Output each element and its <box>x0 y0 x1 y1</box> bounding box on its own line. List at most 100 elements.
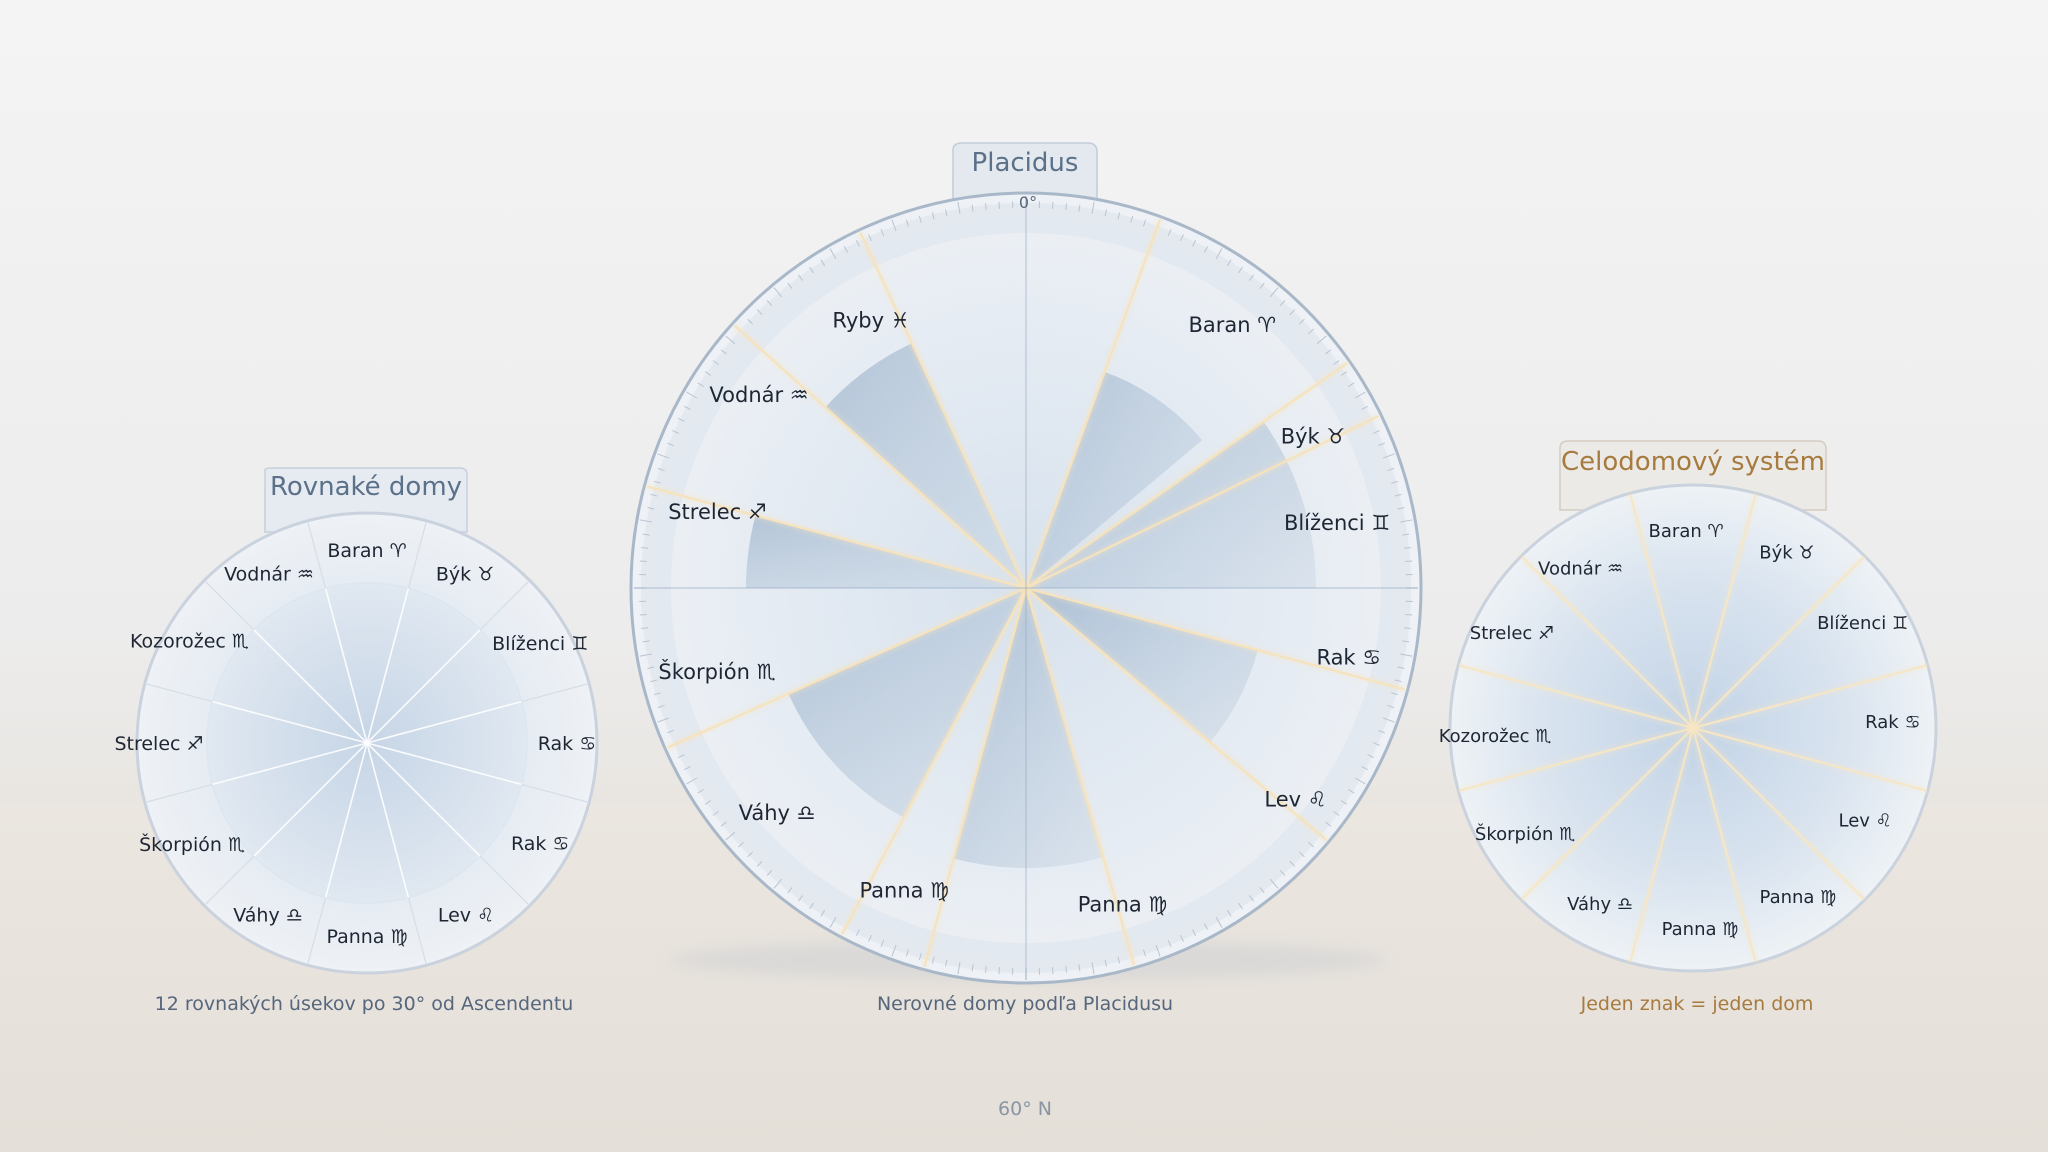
house-cusp <box>1692 727 1757 963</box>
degree-tick <box>1403 627 1411 629</box>
degree-tick <box>1361 765 1368 771</box>
sign-label: Kozorožec ♏ <box>130 631 249 653</box>
degree-tick <box>1238 902 1243 910</box>
degree-tick <box>1391 692 1399 696</box>
degree-tick <box>738 841 744 848</box>
ring-divider <box>205 855 255 905</box>
house-wedge <box>825 343 1026 588</box>
degree-tick <box>1091 962 1095 975</box>
house-cusp <box>647 485 1027 590</box>
sign-labels: Baran ♈Býk ♉Blíženci ♊Rak ♋Lev ♌Panna ♍P… <box>658 309 1390 917</box>
degree-tick <box>684 765 691 771</box>
degree-tick <box>720 349 727 355</box>
degree-tick <box>868 234 872 242</box>
house-cusp <box>667 586 1027 749</box>
degree-tick <box>1167 940 1172 948</box>
degree-tick <box>971 964 974 972</box>
degree-tick <box>1279 300 1286 306</box>
wheel-title-tab <box>264 467 468 533</box>
degree-tick <box>657 467 665 472</box>
degree-tick <box>1269 287 1279 298</box>
degree-tick <box>773 878 783 889</box>
degree-tick <box>868 934 872 942</box>
degree-tick <box>712 810 719 816</box>
degree-tick <box>1203 246 1209 253</box>
degree-tick <box>657 717 670 723</box>
sign-label: Lev ♌ <box>1264 788 1326 812</box>
caption-whole: Jeden znak = jeden dom <box>1580 993 1814 1015</box>
house-cusps <box>146 522 588 964</box>
house-cusp <box>1521 727 1694 900</box>
house-wedges <box>746 343 1316 868</box>
sign-label: Ryby ♓ <box>832 309 909 333</box>
degree-tick <box>957 962 961 975</box>
degree-tick <box>773 287 783 298</box>
house-wedge <box>1026 421 1316 588</box>
degree-tick <box>1180 234 1184 242</box>
wheel-placidus: 0° Baran ♈Býk ♉Blíženci ♊Rak ♋Lev ♌Panna… <box>629 142 1423 985</box>
degree-tick <box>1299 851 1305 858</box>
ring-divider <box>146 683 213 703</box>
house-cusp <box>366 742 481 857</box>
degree-tick <box>1203 923 1209 930</box>
sign-label: Škorpión ♏ <box>139 832 245 856</box>
house-cusp <box>1025 362 1348 589</box>
degree-tick <box>1402 533 1410 536</box>
wheel-whole-sign: Baran ♈Býk ♉Blíženci ♊Rak ♋Lev ♌Panna ♍P… <box>1439 440 1938 973</box>
degree-tick <box>697 788 705 794</box>
house-cusp <box>366 742 410 898</box>
degree-tick <box>1316 335 1327 345</box>
sign-label: Baran ♈ <box>1649 521 1724 542</box>
house-cusp <box>366 742 522 786</box>
sign-label: Vodnár ♒ <box>224 563 314 585</box>
house-cusp <box>1024 587 1136 966</box>
house-cusp <box>1025 586 1405 691</box>
degree-tick <box>657 453 670 459</box>
degree-tick <box>985 965 987 973</box>
degree-tick <box>1394 493 1402 497</box>
degree-tick <box>918 215 922 223</box>
degree-tick <box>666 442 674 447</box>
ring-divider <box>307 897 327 964</box>
degree-tick <box>1397 507 1405 510</box>
degree-tick <box>1308 328 1314 335</box>
ring-divider <box>307 522 327 589</box>
degree-tick <box>1130 215 1134 223</box>
degree-tick <box>1340 800 1348 805</box>
degree-tick <box>1391 480 1399 484</box>
house-wedge <box>1026 371 1203 588</box>
degree-tick <box>1192 929 1197 937</box>
degree-tick <box>1167 228 1172 236</box>
degree-tick <box>653 480 661 484</box>
degree-tick <box>1333 810 1340 816</box>
degree-tick <box>1340 371 1348 376</box>
degree-tick <box>1354 777 1366 785</box>
degree-tick <box>1372 430 1380 434</box>
degree-tick <box>1192 239 1197 247</box>
degree-tick <box>809 266 814 274</box>
degree-tick <box>798 274 804 281</box>
degree-tick <box>880 940 885 948</box>
degree-tick <box>957 201 961 214</box>
house-cusps <box>634 196 1418 980</box>
sign-label: Panna ♍ <box>1078 893 1168 917</box>
degree-tick <box>1382 453 1395 459</box>
ring-divider <box>479 855 529 905</box>
degree-tick <box>1279 870 1286 876</box>
degree-tick <box>677 754 685 759</box>
sign-label: Býk ♉ <box>1281 424 1346 448</box>
degree-tick <box>720 821 727 827</box>
sign-label: Lev ♌ <box>1839 811 1892 832</box>
degree-tick <box>1367 754 1375 759</box>
degree-tick <box>639 653 652 657</box>
degree-tick <box>798 895 804 902</box>
degree-tick <box>787 282 793 289</box>
sign-label: Baran ♈ <box>327 540 406 562</box>
degree-tick <box>1333 360 1340 366</box>
degree-tick <box>1215 248 1223 260</box>
degree-tick <box>809 902 814 910</box>
sign-label: Panna ♍ <box>326 926 407 948</box>
ring-divider <box>479 581 529 631</box>
degree-tick <box>945 959 948 967</box>
wheel-title-tab <box>952 142 1098 201</box>
